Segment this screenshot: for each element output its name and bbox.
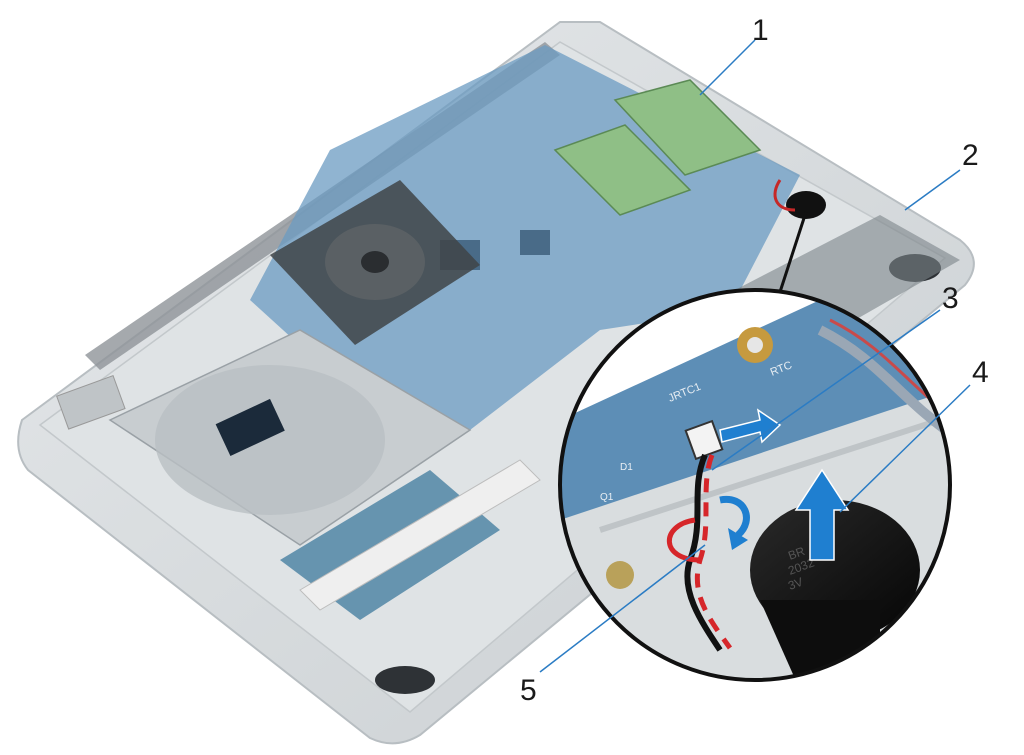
callout-5: 5 [520, 674, 537, 707]
callout-3: 3 [942, 282, 959, 315]
leader-line-1 [700, 40, 755, 95]
magnified-view: JRTC1 RTC D1 Q1 BR 2032 3V [560, 290, 1000, 690]
silkscreen-d1: D1 [620, 462, 633, 473]
callout-4: 4 [972, 356, 989, 389]
chip [520, 230, 550, 255]
hdd-platter [155, 365, 385, 515]
leader-line-2 [905, 170, 960, 210]
callout-2: 2 [962, 139, 979, 172]
fan-hub [361, 251, 389, 273]
zoom-screw-boss [606, 561, 634, 589]
callout-1: 1 [752, 14, 769, 47]
zoom-screw-core [747, 337, 763, 353]
speaker-left [375, 666, 435, 694]
silkscreen-q1: Q1 [600, 492, 614, 503]
